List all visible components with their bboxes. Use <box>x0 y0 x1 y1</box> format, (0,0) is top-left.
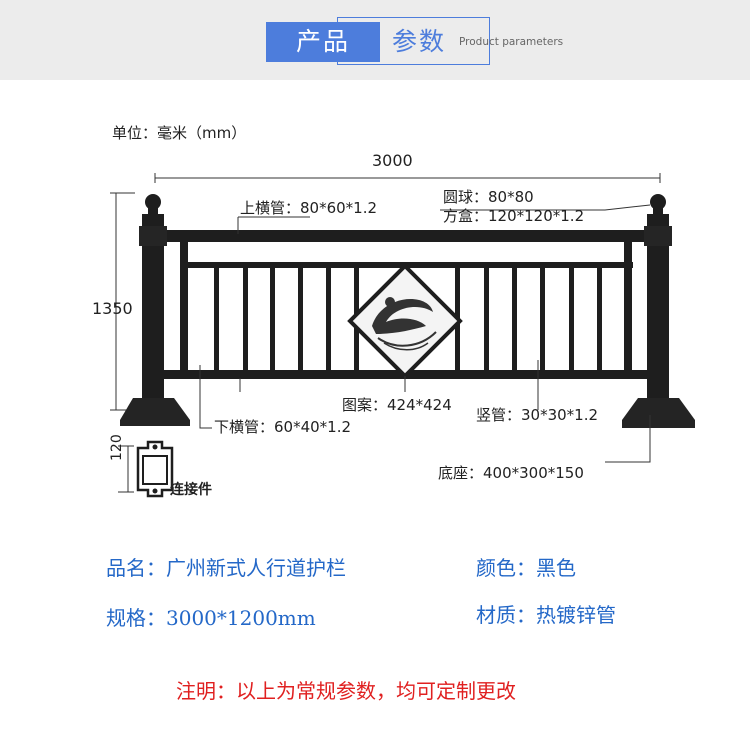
post-neck-left <box>148 208 158 216</box>
upper-inner-rail <box>183 262 633 268</box>
base-right <box>622 398 695 428</box>
title-highlight: 产品 <box>266 22 380 62</box>
inner-post-left <box>180 242 188 372</box>
square-box-right <box>644 226 672 246</box>
connector-drawing <box>118 440 174 498</box>
bottom-rail-label: 下横管：60*40*1.2 <box>214 418 352 436</box>
ball-label: 圆球：80*80 <box>443 188 534 206</box>
leader-lines <box>199 204 651 463</box>
note-text: 注明：以上为常规参数，均可定制更改 <box>176 679 516 703</box>
title-subtitle: Product parameters <box>459 36 564 48</box>
vertical-bars-left <box>214 268 359 370</box>
post-neck-right <box>653 208 663 216</box>
spec-color: 颜色：黑色 <box>476 556 576 580</box>
spec-size: 规格：3000*1200mm <box>106 606 316 630</box>
square-box-left <box>139 226 167 246</box>
spec-material: 材质：热镀锌管 <box>476 603 616 627</box>
height-dimension-label: 1350 <box>92 299 133 318</box>
top-rail-label: 上横管：80*60*1.2 <box>240 199 378 217</box>
square-box-label: 方盒：120*120*1.2 <box>443 207 585 225</box>
post-right <box>647 214 669 404</box>
pattern-label: 图案：424*424 <box>342 396 452 414</box>
vertical-bars-right <box>455 268 602 370</box>
unit-label: 单位：毫米（mm） <box>112 124 247 142</box>
title-second-part: 参数 <box>392 27 447 56</box>
spec-name: 品名：广州新式人行道护栏 <box>106 556 346 580</box>
connector-dimension-label: 120 <box>109 434 125 461</box>
top-rail <box>150 230 665 242</box>
post-left <box>142 214 164 404</box>
base-label: 底座：400*300*150 <box>438 464 584 482</box>
pattern-emblem <box>347 263 463 379</box>
ball-cap-left <box>145 194 161 210</box>
connector-label: 连接件 <box>170 482 212 498</box>
base-left <box>120 398 190 426</box>
inner-post-right <box>624 242 632 372</box>
width-dimension <box>154 173 661 183</box>
vertical-bar-label: 竖管：30*30*1.2 <box>476 406 599 424</box>
ball-cap-right <box>650 194 666 210</box>
width-dimension-label: 3000 <box>372 151 413 170</box>
